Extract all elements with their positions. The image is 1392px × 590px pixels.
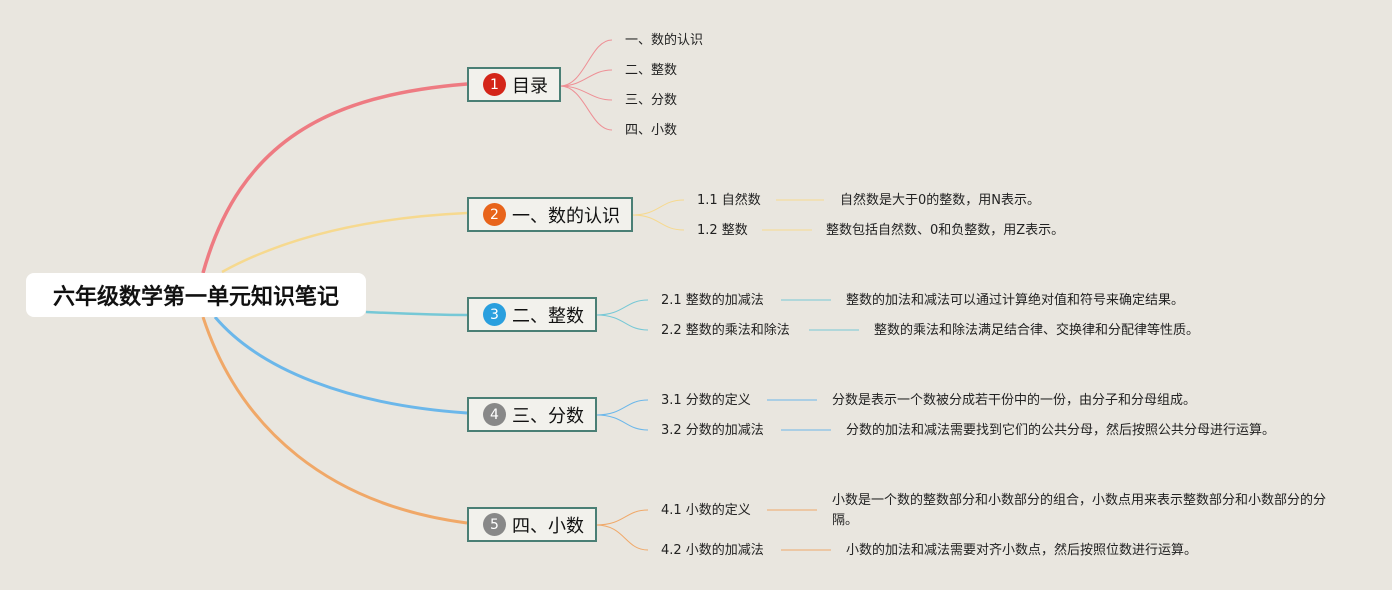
branch-4-number-badge: 4 [483,403,506,426]
branch-3-leaf-2[interactable]: 2.2 整数的乘法和除法 [661,323,790,338]
branch-topic-3[interactable]: 3 二、整数 [467,297,597,332]
root-link-1 [201,82,468,274]
branch-4-leaf-links [595,399,831,431]
branch-5-leaf-2[interactable]: 4.2 小数的加减法 [661,543,764,558]
branch-1-leaf-3[interactable]: 三、分数 [625,93,678,108]
root-link-2 [221,211,468,274]
branch-5-leaf-1-desc: 小数是一个数的整数部分和小数部分的组合，小数点用来表示整数部分和小数部分的分隔。 [832,493,1327,528]
root-link-3 [365,310,468,317]
branch-1-leaf-2[interactable]: 二、整数 [625,63,678,78]
branch-5-leaf-2-desc: 小数的加法和减法需要对齐小数点，然后按照位数进行运算。 [846,543,1198,558]
branch-4-leaf-2[interactable]: 3.2 分数的加减法 [661,423,764,438]
branch-3-leaf-1-desc: 整数的加法和减法可以通过计算绝对值和符号来确定结果。 [846,293,1185,308]
branch-4-leaf-1[interactable]: 3.1 分数的定义 [661,393,751,408]
branch-3-leaf-2-desc: 整数的乘法和除法满足结合律、交换律和分配律等性质。 [874,323,1200,338]
branch-5-leaf-1[interactable]: 4.1 小数的定义 [661,503,751,518]
branch-3-leaf-1[interactable]: 2.1 整数的加减法 [661,293,764,308]
branch-3-leaf-links [595,299,859,331]
branch-2-leaf-2-desc: 整数包括自然数、0和负整数，用Z表示。 [826,223,1065,238]
branch-2-number-badge: 2 [483,203,506,226]
root-topic[interactable]: 六年级数学第一单元知识笔记 [26,273,366,317]
branch-1-leaf-links [559,39,613,131]
branch-topic-1[interactable]: 1 目录 [467,67,561,102]
root-link-4 [213,316,468,415]
branch-topic-2[interactable]: 2 一、数的认识 [467,197,633,232]
branch-5-leaf-links [595,509,831,551]
branch-1-leaf-1[interactable]: 一、数的认识 [625,33,704,48]
branch-4-label: 三、分数 [512,405,584,427]
branch-2-leaf-2[interactable]: 1.2 整数 [697,223,748,238]
branch-topic-5[interactable]: 5 四、小数 [467,507,597,542]
branch-2-leaf-1[interactable]: 1.1 自然数 [697,193,761,208]
branch-1-label: 目录 [512,75,548,97]
branch-2-label: 一、数的认识 [512,205,620,227]
branch-1-number-badge: 1 [483,73,506,96]
branch-4-leaf-1-desc: 分数是表示一个数被分成若干份中的一份，由分子和分母组成。 [832,393,1197,408]
branch-4-leaf-2-desc: 分数的加法和减法需要找到它们的公共分母，然后按照公共分母进行运算。 [846,423,1276,438]
branch-3-label: 二、整数 [512,305,584,327]
branch-2-leaf-links [631,199,824,231]
branch-3-number-badge: 3 [483,303,506,326]
root-link-5 [201,316,468,525]
branch-2-leaf-1-desc: 自然数是大于0的整数，用N表示。 [840,193,1040,208]
branch-1-leaf-4[interactable]: 四、小数 [625,123,678,138]
branch-5-label: 四、小数 [512,515,584,537]
branch-5-number-badge: 5 [483,513,506,536]
root-title: 六年级数学第一单元知识笔记 [52,285,339,310]
branch-topic-4[interactable]: 4 三、分数 [467,397,597,432]
